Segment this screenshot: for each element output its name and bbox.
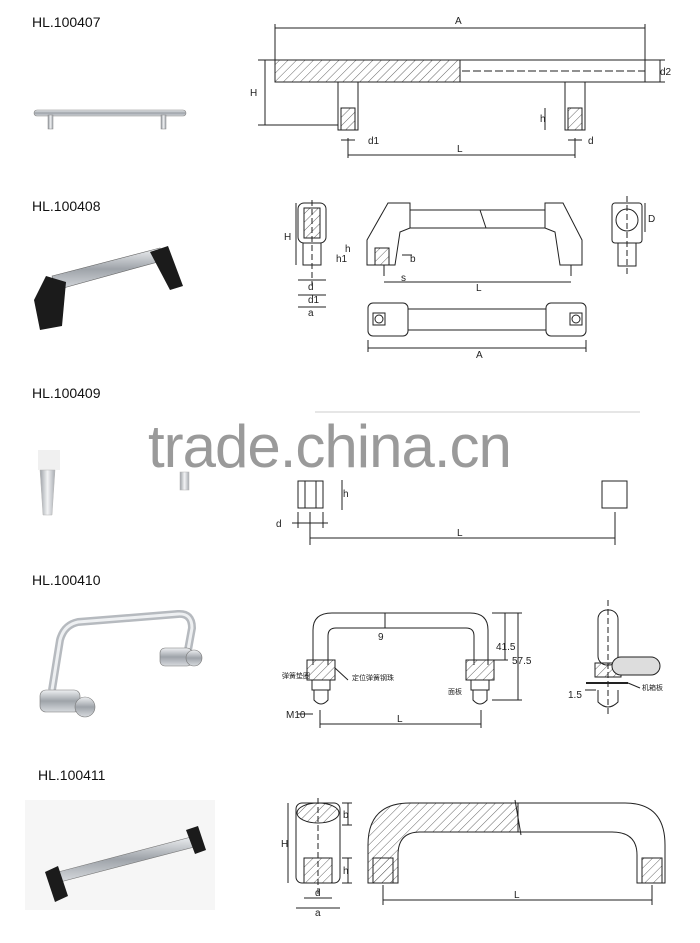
drawing-4-side (585, 600, 661, 715)
product-code-4: HL.100410 (32, 572, 101, 588)
drawing-2-top (367, 302, 587, 352)
dim-2-D: D (648, 214, 655, 225)
dim-4-1.5: 1.5 (568, 690, 582, 701)
label-cabinet-plate: 机箱板 (642, 683, 663, 692)
dim-5-L: L (514, 890, 520, 901)
product-photo-3 (38, 450, 190, 516)
dim-4-M10: M10 (286, 710, 306, 721)
drawing-1 (258, 24, 665, 158)
product-photo-4 (39, 609, 203, 718)
drawing-2-front (366, 202, 583, 283)
dim-2-h1: h1 (336, 254, 348, 265)
dim-1-d2: d2 (660, 67, 672, 78)
watermark: trade.china.cn (148, 413, 512, 480)
dim-3-h: h (343, 489, 349, 500)
drawing-3 (292, 411, 640, 545)
dim-1-H: H (250, 88, 257, 99)
label-positioning-spring: 定位弹簧钢珠 (352, 673, 394, 682)
product-photo-1 (33, 109, 187, 130)
drawing-2-side (295, 200, 327, 308)
dim-1-L: L (457, 144, 463, 155)
product-code-2: HL.100408 (32, 198, 101, 214)
dim-2-H: H (284, 232, 291, 243)
dim-4-57.5: 57.5 (512, 656, 532, 667)
dim-1-h: h (540, 114, 546, 125)
dim-5-a: a (315, 908, 321, 919)
product-code-1: HL.100407 (32, 14, 101, 30)
dim-5-b: b (343, 810, 349, 821)
product-photo-2 (34, 246, 183, 330)
dim-4-L: L (397, 714, 403, 725)
dim-2-d1: d1 (308, 295, 320, 306)
dim-2-A: A (476, 350, 483, 361)
dim-2-a: a (308, 308, 314, 319)
dim-2-h: h (345, 244, 351, 255)
dim-5-H: H (281, 839, 288, 850)
dim-4-9: 9 (378, 632, 384, 643)
drawing-4-front (298, 612, 522, 728)
dim-3-d: d (276, 519, 282, 530)
dim-3-L: L (457, 528, 463, 539)
dim-5-d: d (315, 888, 321, 899)
drawing-5-front (367, 799, 666, 905)
product-code-3: HL.100409 (32, 385, 101, 401)
dim-2-b: b (410, 254, 416, 265)
product-photo-5 (25, 800, 215, 910)
dim-2-s: s (401, 273, 406, 284)
dim-2-L: L (476, 283, 482, 294)
dim-1-A: A (455, 16, 462, 27)
label-panel-small: 面板 (448, 687, 462, 696)
drawing-2-end (611, 196, 646, 275)
drawing-5-side (287, 798, 352, 909)
dim-1-d: d (588, 136, 594, 147)
dim-2-d: d (308, 282, 314, 293)
dim-5-h: h (343, 866, 349, 877)
label-spring-washer: 弹簧垫圈 (282, 671, 310, 680)
dim-4-41.5: 41.5 (496, 642, 516, 653)
product-code-5: HL.100411 (38, 767, 106, 783)
dim-1-d1: d1 (368, 136, 380, 147)
